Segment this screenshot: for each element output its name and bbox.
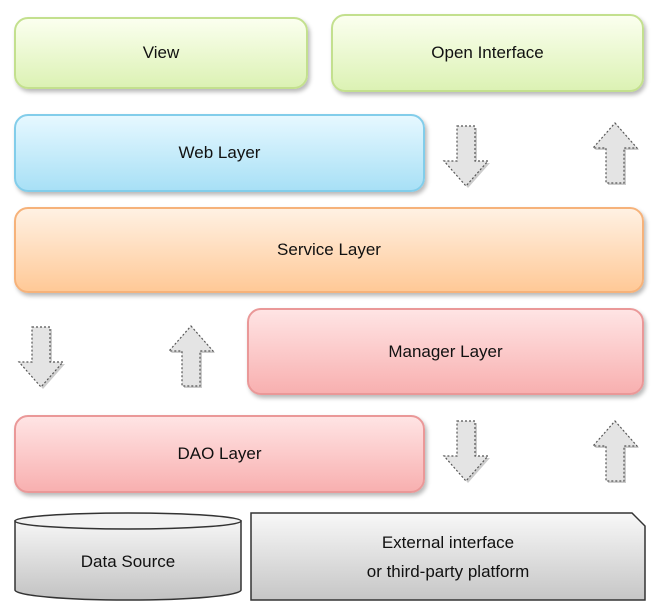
arrow-up-dao-to-service [167, 325, 215, 388]
manager-layer-box: Manager Layer [247, 308, 644, 395]
external-interface-line2: or third-party platform [366, 561, 530, 581]
data-source-cylinder: Data Source [14, 512, 242, 602]
arrow-down-dao-to-data-source [442, 420, 490, 483]
arrow-down-service-to-dao [17, 326, 65, 389]
web-layer-box: Web Layer [14, 114, 425, 192]
database-icon [14, 512, 242, 601]
external-interface-line1: External interface [381, 532, 515, 552]
arrow-up-icon [591, 420, 639, 483]
arrow-down-web-to-service [442, 125, 490, 188]
view-layer-box: View [14, 17, 308, 89]
view-layer-label: View [142, 43, 180, 62]
dao-layer-box: DAO Layer [14, 415, 425, 493]
external-platform-shape [250, 512, 646, 601]
dao-layer-label: DAO Layer [177, 444, 262, 463]
arrow-up-icon [167, 325, 215, 388]
arrow-up-icon [591, 122, 639, 185]
arrow-down-icon [442, 420, 490, 483]
service-layer-label: Service Layer [277, 240, 381, 259]
data-source-label: Data Source [80, 552, 176, 571]
service-layer-box: Service Layer [14, 207, 644, 293]
arrow-up-service-to-open-interface [591, 122, 639, 185]
open-interface-label: Open Interface [431, 43, 544, 62]
external-interface-box: External interface or third-party platfo… [250, 512, 646, 601]
arrow-up-external-to-manager [591, 420, 639, 483]
open-interface-box: Open Interface [331, 14, 644, 92]
manager-layer-label: Manager Layer [388, 341, 503, 361]
web-layer-label: Web Layer [178, 143, 261, 162]
arrow-down-icon [442, 125, 490, 188]
arrow-down-icon [17, 326, 65, 389]
